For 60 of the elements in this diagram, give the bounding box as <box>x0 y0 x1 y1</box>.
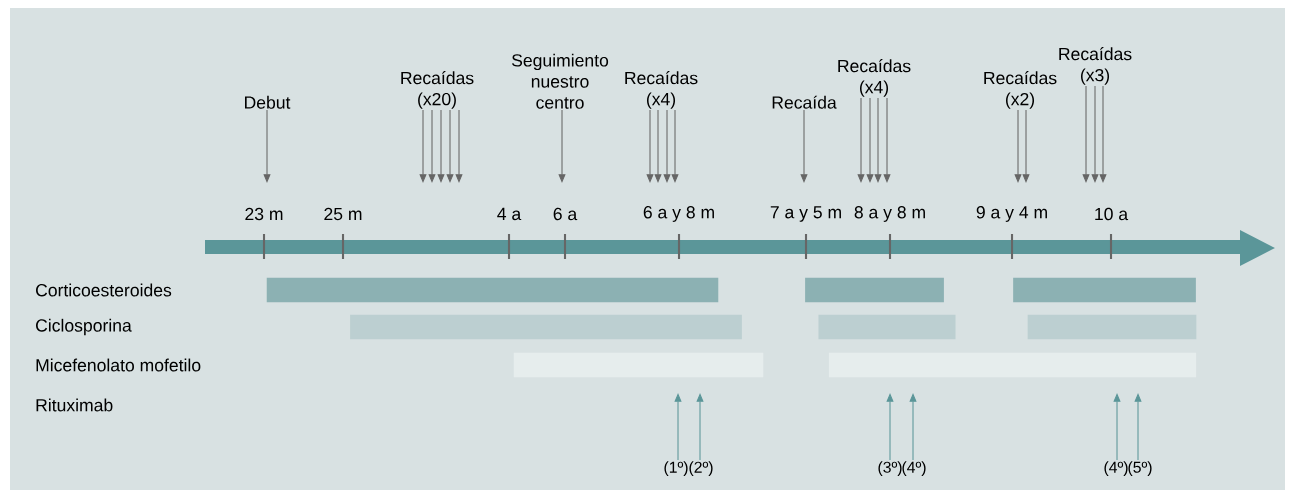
arrow <box>909 393 917 461</box>
dose-label: (1º) <box>664 461 688 476</box>
arrow <box>558 109 566 183</box>
time-label: 25 m <box>324 207 362 221</box>
event-label: Recaída <box>772 95 837 109</box>
time-label: 8 a y 8 m <box>854 206 925 222</box>
event-label: Recaídas (x2) <box>984 71 1057 109</box>
time-label: 7 a y 5 m <box>770 206 841 222</box>
arrow <box>646 109 654 183</box>
arrow <box>455 109 463 183</box>
arrow <box>671 109 679 183</box>
drug-label: Micefenolato mofetilo <box>36 358 201 372</box>
arrow <box>1134 393 1142 461</box>
time-label: 6 a y 8 m <box>643 206 714 222</box>
arrow <box>1099 85 1107 183</box>
arrow <box>696 393 704 461</box>
event-label: Recaídas (x20) <box>401 71 474 109</box>
treatment-bar <box>805 277 944 303</box>
time-label: 4 a <box>497 207 522 221</box>
arrow <box>654 109 662 183</box>
event-label: Recaídas (x4) <box>625 71 698 109</box>
arrow <box>1113 393 1121 461</box>
time-label: 9 a y 4 m <box>976 206 1047 222</box>
event-label: Debut <box>245 95 291 109</box>
dose-label: (2º) <box>689 461 713 476</box>
event-label: Recaídas (x4) <box>838 59 911 97</box>
arrow <box>437 109 445 183</box>
arrow <box>663 109 671 183</box>
arrow <box>674 393 682 461</box>
arrow <box>419 109 427 183</box>
dose-label: (5º) <box>1128 461 1152 476</box>
event-label: Seguimiento nuestro centro <box>511 53 609 109</box>
arrow <box>1091 85 1099 183</box>
treatment-bar <box>1027 314 1197 340</box>
treatment-bar <box>1013 277 1196 303</box>
drug-label: Rituximab <box>36 398 113 412</box>
drug-label: Corticoesteroides <box>36 283 172 297</box>
arrow <box>1014 109 1022 183</box>
arrow <box>1082 85 1090 183</box>
time-label: 23 m <box>245 207 283 221</box>
arrow <box>866 97 874 183</box>
time-label: 10 a <box>1095 207 1129 221</box>
arrow <box>1022 109 1030 183</box>
arrow <box>883 97 891 183</box>
treatment-bar <box>350 314 742 340</box>
arrow <box>800 109 808 183</box>
dose-label: (3º) <box>878 461 902 476</box>
event-label: Recaídas (x3) <box>1059 47 1132 85</box>
arrow <box>446 109 454 183</box>
arrow <box>874 97 882 183</box>
dose-label: (4º) <box>1104 461 1128 476</box>
dose-label: (4º) <box>902 461 926 476</box>
time-label: 6 a <box>553 207 578 221</box>
arrow <box>857 97 865 183</box>
drug-label: Ciclosporina <box>36 318 132 336</box>
treatment-bar <box>266 277 719 303</box>
arrow <box>263 109 271 183</box>
treatment-bar <box>818 314 956 340</box>
arrow <box>886 393 894 461</box>
arrow <box>428 109 436 183</box>
